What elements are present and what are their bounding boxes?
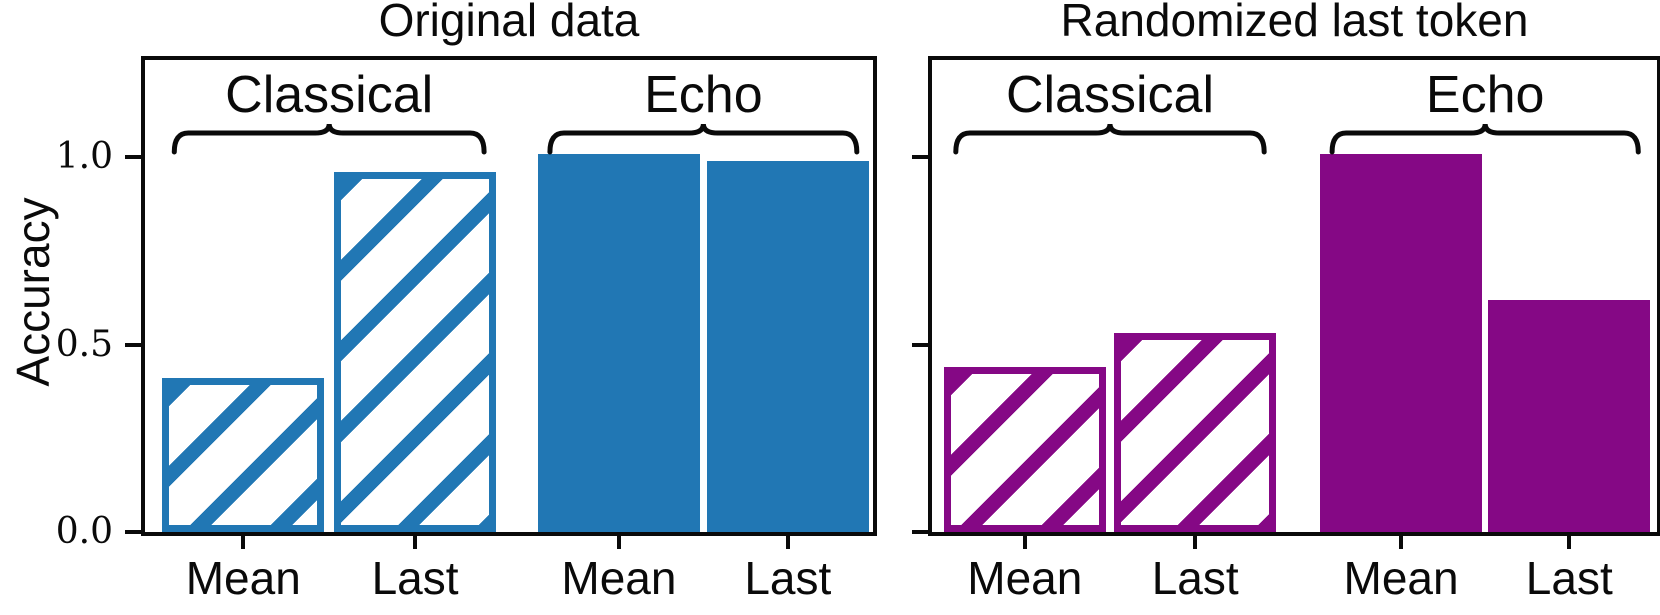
bar-classical-mean <box>943 367 1106 532</box>
x-tick-label-mean: Mean <box>185 552 301 604</box>
y-tick <box>912 155 928 160</box>
bar-echo-last <box>1488 300 1651 532</box>
group-label-classical: Classical <box>225 66 434 124</box>
y-tick <box>125 342 141 347</box>
bar-classical-mean <box>162 378 325 532</box>
group-label-echo: Echo <box>1425 66 1545 124</box>
y-tick-label: 0.5 <box>55 323 113 365</box>
x-tick-label-mean: Mean <box>561 552 677 604</box>
bar-classical-last <box>334 172 497 532</box>
x-tick-label-last: Last <box>371 552 459 604</box>
x-tick <box>413 532 418 549</box>
axes-randomized-last-token: Mean Last Mean Last Classical Echo <box>912 56 1660 604</box>
group-label-echo: Echo <box>644 66 763 124</box>
x-tick <box>1399 532 1404 549</box>
x-tick-label-last: Last <box>1525 552 1613 604</box>
brace-classical <box>171 123 487 155</box>
left-panel-title: Original data <box>378 0 640 46</box>
x-tick-label-last: Last <box>1151 552 1239 604</box>
y-tick <box>125 530 141 534</box>
y-tick <box>125 155 141 160</box>
axes-original-data: Mean Last Mean Last 0.0 0.5 1.0 Classical Echo <box>56 56 877 604</box>
bar-echo-mean <box>1320 154 1483 532</box>
y-tick <box>912 342 928 347</box>
x-tick <box>785 532 790 549</box>
y-tick <box>912 530 928 534</box>
group-braces <box>953 123 1641 155</box>
x-tick <box>1567 532 1572 549</box>
bar-classical-last <box>1114 333 1277 532</box>
x-tick-label-mean: Mean <box>1343 552 1459 604</box>
bar-echo-mean <box>537 154 700 532</box>
right-panel-title: Randomized last token <box>1060 0 1529 46</box>
bar-echo-last <box>706 161 869 532</box>
x-tick <box>241 532 246 549</box>
group-braces <box>171 123 860 155</box>
x-tick-label-last: Last <box>744 552 832 604</box>
y-tick-label: 1.0 <box>55 136 113 178</box>
brace-echo <box>1329 123 1641 155</box>
y-tick-label: 0.0 <box>55 511 113 552</box>
brace-classical <box>953 123 1267 155</box>
group-label-classical: Classical <box>1005 66 1215 124</box>
x-tick <box>1193 532 1198 549</box>
x-tick <box>616 532 621 549</box>
brace-echo <box>547 123 860 155</box>
x-tick-label-mean: Mean <box>967 552 1083 604</box>
x-tick <box>1022 532 1027 549</box>
